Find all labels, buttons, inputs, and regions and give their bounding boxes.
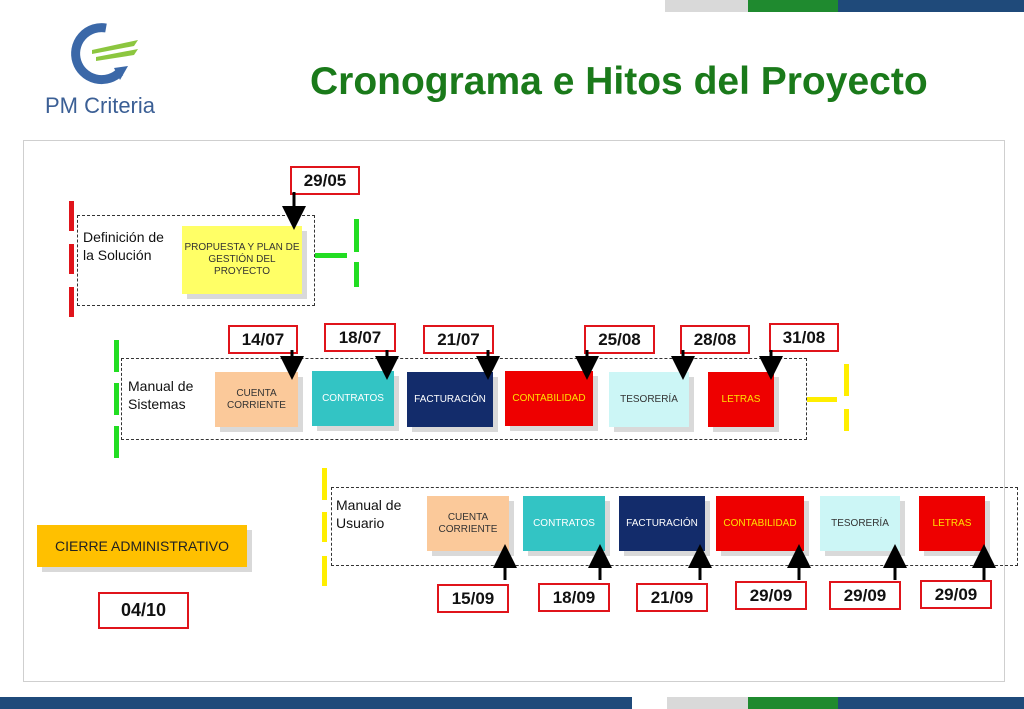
phase2-label: Manual de Sistemas <box>128 378 194 412</box>
phase3-box-3: FACTURACIÓN <box>619 496 705 551</box>
phase3-box-2: CONTRATOS <box>523 496 605 551</box>
phase3-date-5: 29/09 <box>829 581 901 610</box>
phase3-box-6: LETRAS <box>919 496 985 551</box>
bottom-bar-navy <box>0 697 632 709</box>
phase3-frame <box>331 487 1018 566</box>
bottom-bar-gray <box>667 697 748 709</box>
phase3-date-1: 15/09 <box>437 584 509 613</box>
phase2-date-3: 21/07 <box>423 325 494 354</box>
phase2-date-1: 14/07 <box>228 325 298 354</box>
phase3-date-2: 18/09 <box>538 583 610 612</box>
closing-date: 04/10 <box>98 592 189 629</box>
phase1-box: PROPUESTA Y PLAN DE GESTIÓN DEL PROYECTO <box>182 226 302 294</box>
phase3-box-5: TESORERÍA <box>820 496 900 551</box>
phase2-date-5: 28/08 <box>680 325 750 354</box>
phase2-date-6: 31/08 <box>769 323 839 352</box>
phase2-box-1: CUENTA CORRIENTE <box>215 372 298 427</box>
pm-criteria-logo <box>71 23 138 85</box>
phase3-date-3: 21/09 <box>636 583 708 612</box>
phase1-frame <box>77 215 315 306</box>
phase1-green-dash <box>315 253 347 258</box>
phase2-green-bar-3 <box>114 426 119 458</box>
phase3-yellow-bar-3 <box>322 556 327 586</box>
phase1-date: 29/05 <box>290 166 360 195</box>
bottom-bar-navy-right <box>838 697 1024 709</box>
phase1-green-bar-1 <box>354 219 359 252</box>
bottom-bar-green <box>748 697 838 709</box>
phase2-yellow-bar-2 <box>844 409 849 431</box>
phase2-green-bar-1 <box>114 340 119 372</box>
phase2-box-5: TESORERÍA <box>609 372 689 427</box>
phase3-yellow-bar-1 <box>322 468 327 500</box>
phase2-yellow-bar-1 <box>844 364 849 396</box>
logo-text: PM Criteria <box>45 93 156 118</box>
phase2-date-2: 18/07 <box>324 323 396 352</box>
phase2-box-3: FACTURACIÓN <box>407 372 493 427</box>
phase3-box-1: CUENTA CORRIENTE <box>427 496 509 551</box>
page-title: Cronograma e Hitos del Proyecto <box>310 60 928 103</box>
phase2-green-bar-2 <box>114 383 119 415</box>
phase1-green-bar-2 <box>354 262 359 287</box>
phase3-date-6: 29/09 <box>920 580 992 609</box>
closing-box: CIERRE ADMINISTRATIVO <box>37 525 247 567</box>
phase1-red-bar-1 <box>69 201 74 231</box>
phase1-red-bar-2 <box>69 244 74 274</box>
phase2-box-4: CONTABILIDAD <box>505 371 593 426</box>
phase1-red-bar-3 <box>69 287 74 317</box>
phase2-box-6: LETRAS <box>708 372 774 427</box>
phase2-yellow-dash <box>807 397 837 402</box>
phase3-date-4: 29/09 <box>735 581 807 610</box>
phase2-frame <box>121 358 807 440</box>
phase3-yellow-bar-2 <box>322 512 327 542</box>
phase2-box-2: CONTRATOS <box>312 371 394 426</box>
phase1-label: Definición de la Solución <box>83 229 164 263</box>
phase3-box-4: CONTABILIDAD <box>716 496 804 551</box>
phase3-label: Manual de Usuario <box>336 497 402 531</box>
top-bar-navy <box>838 0 1024 12</box>
top-bar-gray <box>665 0 748 12</box>
top-bar-green <box>748 0 838 12</box>
phase2-date-4: 25/08 <box>584 325 655 354</box>
